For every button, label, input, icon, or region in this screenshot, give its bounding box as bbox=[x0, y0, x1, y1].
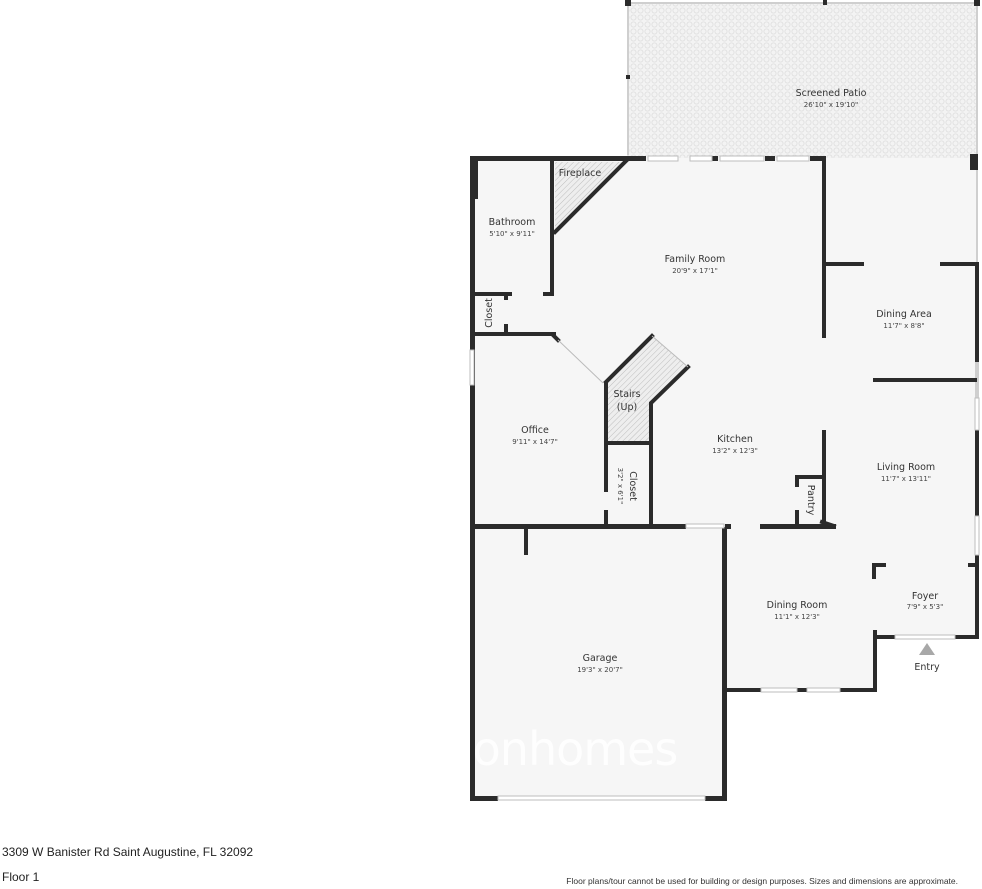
room-label-pantry: Pantry bbox=[805, 485, 816, 516]
svg-text:Living Room: Living Room bbox=[877, 462, 935, 473]
patio-posts bbox=[625, 0, 980, 170]
room-label-living-room: Living Room 11'7" x 13'11" bbox=[877, 462, 935, 483]
room-label-family-room: Family Room 20'9" x 17'1" bbox=[665, 254, 726, 275]
property-address: 3309 W Banister Rd Saint Augustine, FL 3… bbox=[2, 845, 254, 859]
room-label-foyer: Foyer 7'9" x 5'3" bbox=[907, 591, 944, 611]
room-label-closet-2: Closet 3'2" x 6'1" bbox=[616, 468, 638, 505]
room-label-bathroom: Bathroom 5'10" x 9'11" bbox=[489, 217, 536, 238]
svg-text:Dining Area: Dining Area bbox=[876, 309, 932, 320]
svg-text:Kitchen: Kitchen bbox=[717, 434, 753, 445]
svg-text:Office: Office bbox=[521, 425, 549, 436]
watermark: onhomes bbox=[473, 722, 678, 776]
room-label-fireplace: Fireplace bbox=[559, 168, 602, 179]
svg-text:Family Room: Family Room bbox=[665, 254, 726, 265]
room-label-stairs: Stairs (Up) bbox=[613, 389, 640, 413]
svg-text:13'2" x 12'3": 13'2" x 12'3" bbox=[712, 447, 758, 455]
svg-text:Garage: Garage bbox=[583, 653, 618, 664]
room-label-screened-patio: Screened Patio 26'10" x 19'10" bbox=[796, 88, 867, 109]
svg-text:5'10" x 9'11": 5'10" x 9'11" bbox=[489, 230, 535, 238]
svg-text:3'2" x 6'1": 3'2" x 6'1" bbox=[616, 468, 624, 505]
room-label-garage: Garage 19'3" x 20'7" bbox=[577, 653, 623, 674]
room-label-dining-room: Dining Room 11'1" x 12'3" bbox=[767, 600, 828, 621]
svg-text:(Up): (Up) bbox=[617, 402, 637, 413]
svg-text:Dining Room: Dining Room bbox=[767, 600, 828, 611]
patio-screen-edges bbox=[627, 2, 978, 262]
diagonal-walls bbox=[550, 158, 837, 529]
svg-text:11'1" x 12'3": 11'1" x 12'3" bbox=[774, 613, 820, 621]
room-label-dining-area: Dining Area 11'7" x 8'8" bbox=[876, 309, 932, 330]
svg-text:Screened Patio: Screened Patio bbox=[796, 88, 867, 99]
svg-text:26'10" x 19'10": 26'10" x 19'10" bbox=[804, 101, 859, 109]
entry-label: Entry bbox=[914, 662, 940, 673]
room-label-closet-1: Closet bbox=[484, 298, 495, 328]
svg-text:19'3" x 20'7": 19'3" x 20'7" bbox=[577, 666, 623, 674]
floor-label: Floor 1 bbox=[2, 870, 40, 884]
svg-text:11'7" x 13'11": 11'7" x 13'11" bbox=[881, 475, 931, 483]
svg-text:Stairs: Stairs bbox=[613, 389, 640, 400]
svg-text:Foyer: Foyer bbox=[912, 591, 938, 602]
svg-text:Closet: Closet bbox=[484, 298, 495, 328]
svg-text:11'7" x 8'8": 11'7" x 8'8" bbox=[883, 322, 924, 330]
svg-text:Bathroom: Bathroom bbox=[489, 217, 536, 228]
room-label-kitchen: Kitchen 13'2" x 12'3" bbox=[712, 434, 758, 455]
svg-text:9'11" x 14'7": 9'11" x 14'7" bbox=[512, 438, 558, 446]
windows bbox=[469, 155, 980, 801]
disclaimer: Floor plans/tour cannot be used for buil… bbox=[566, 876, 958, 886]
entry-arrow-icon bbox=[919, 643, 935, 655]
svg-text:Fireplace: Fireplace bbox=[559, 168, 602, 179]
svg-text:Closet: Closet bbox=[627, 471, 638, 501]
svg-text:Pantry: Pantry bbox=[805, 485, 816, 516]
svg-text:20'9" x 17'1": 20'9" x 17'1" bbox=[672, 267, 718, 275]
walls bbox=[470, 156, 979, 801]
garage-floor bbox=[472, 528, 725, 798]
room-label-office: Office 9'11" x 14'7" bbox=[512, 425, 558, 446]
svg-text:7'9" x 5'3": 7'9" x 5'3" bbox=[907, 603, 944, 611]
